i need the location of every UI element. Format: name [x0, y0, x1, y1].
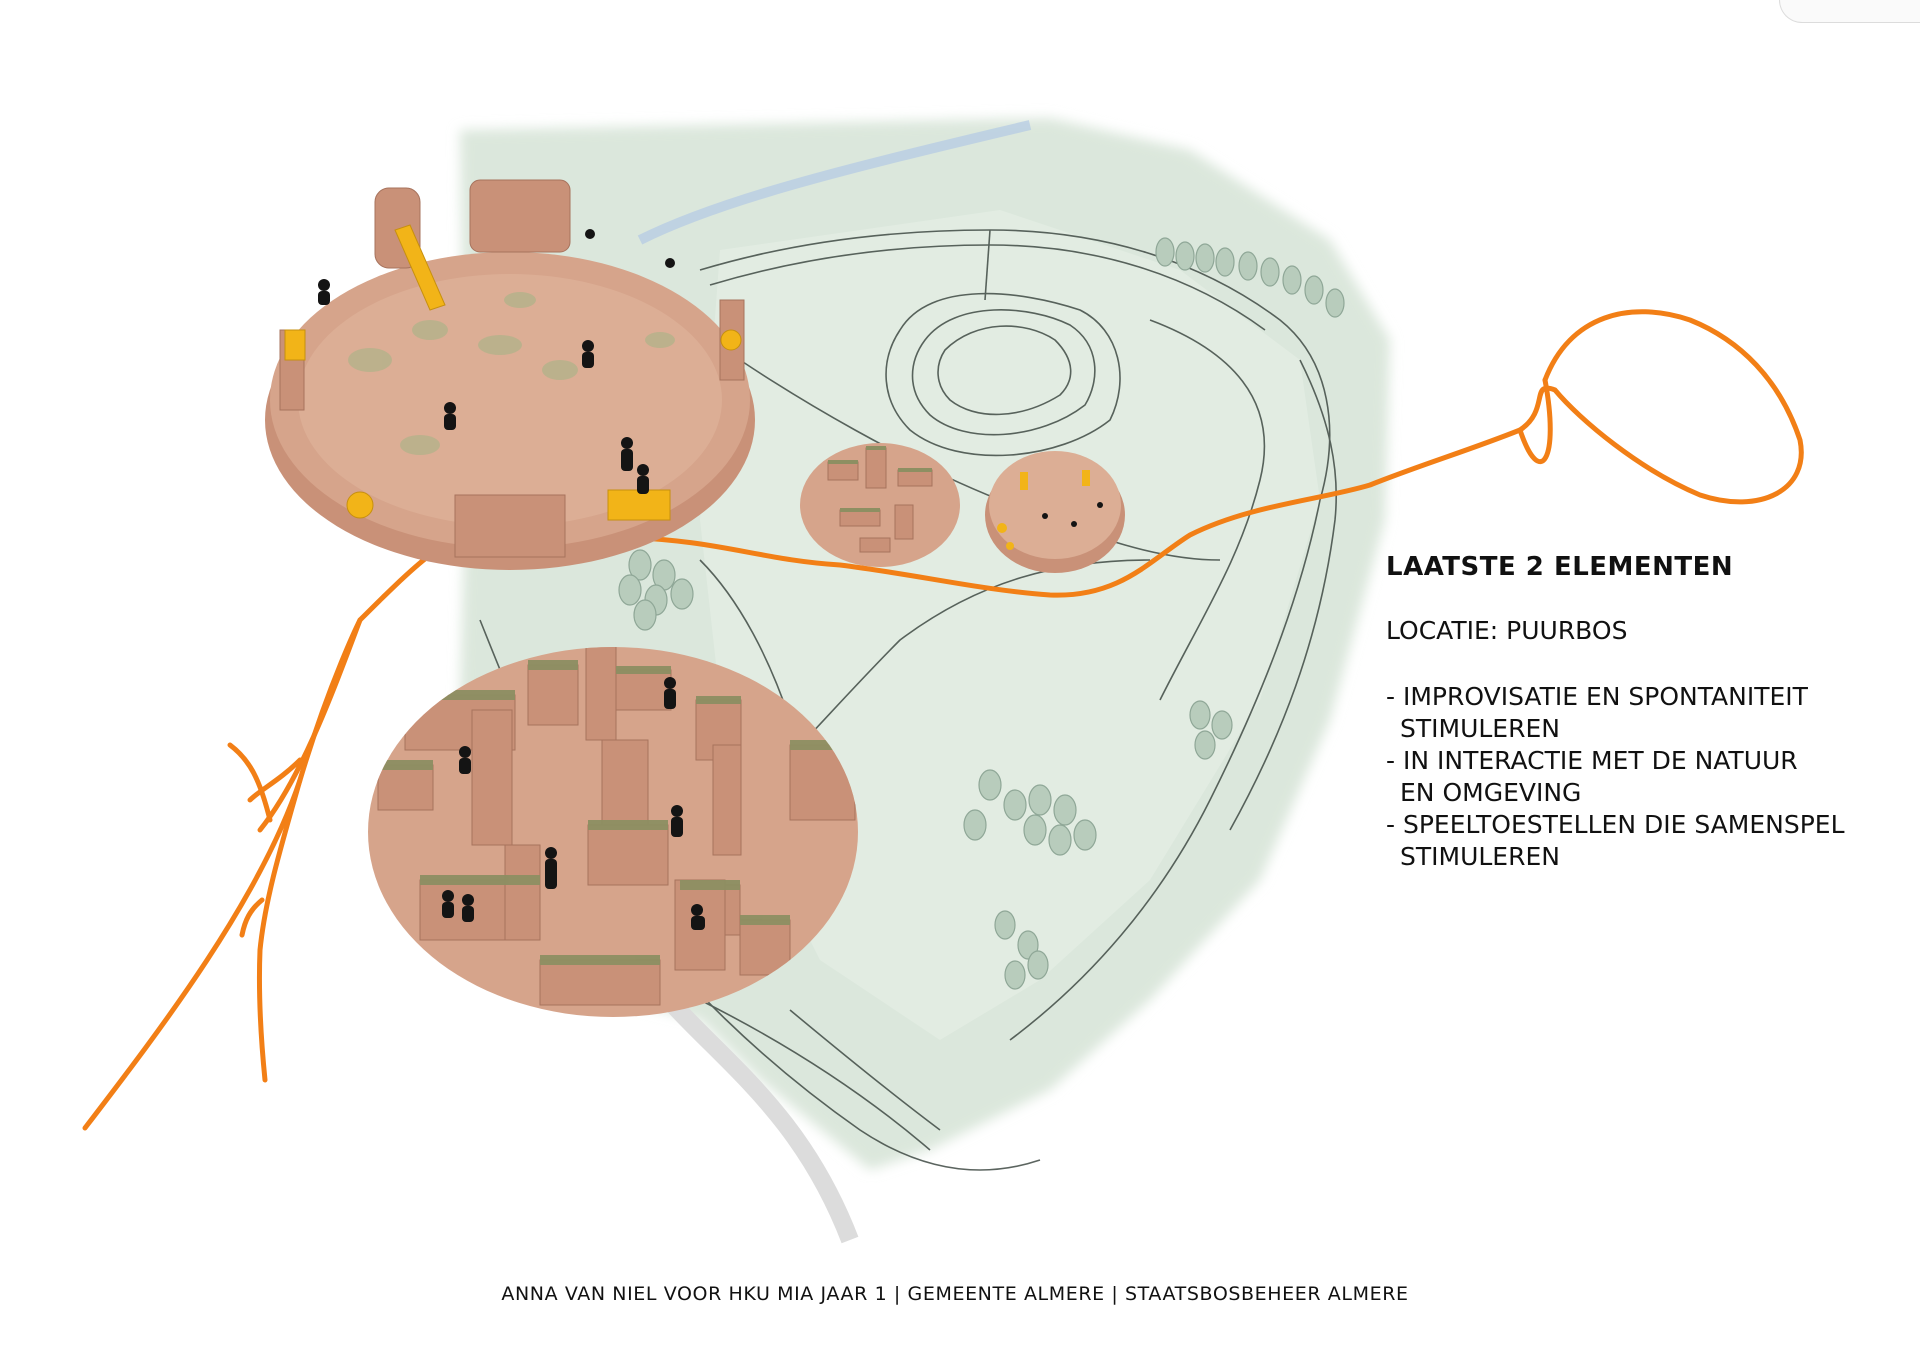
path-east-b — [1229, 359, 1338, 831]
small-round-inset — [985, 451, 1125, 573]
small-maze-inset — [800, 443, 960, 567]
park-paths — [479, 229, 1338, 1171]
route-branch-c — [256, 777, 303, 1083]
tree-cluster-west — [618, 549, 694, 631]
goals-list: - IMPROVISATIE EN SPONTANITEIT STIMULERE… — [1386, 681, 1906, 873]
tree-cluster-center — [963, 769, 1097, 856]
water-strip — [637, 120, 1032, 245]
path-east-a — [1009, 499, 1321, 1041]
credit-line: ANNA VAN NIEL VOOR HKU MIA JAAR 1 | GEME… — [501, 1283, 1409, 1305]
location-label: LOCATIE: PUURBOS — [1386, 616, 1628, 645]
info-panel: LAATSTE 2 ELEMENTEN LOCATIE: PUURBOS - I… — [1386, 552, 1906, 873]
route-loop-back — [1517, 377, 1553, 465]
round-accent-equipment — [284, 224, 742, 521]
panel-heading: LAATSTE 2 ELEMENTEN — [1386, 552, 1734, 582]
round-play-figures — [318, 229, 675, 494]
goal-item-2: - IN INTERACTIE MET DE NATUUR EN OMGEVIN… — [1386, 746, 1798, 807]
tree-cluster-east — [1189, 700, 1233, 760]
tree-clusters — [618, 237, 1345, 990]
path-south-c — [699, 999, 931, 1151]
maze-play-figures — [442, 677, 705, 930]
playground-maze-enclosure — [368, 647, 858, 1017]
route-branch-b — [247, 757, 303, 803]
goal-item-1: - IMPROVISATIE EN SPONTANITEIT STIMULERE… — [1386, 682, 1808, 743]
path-north-b — [709, 244, 1266, 331]
path-cross — [984, 229, 991, 301]
path-south-d — [789, 1009, 941, 1131]
tree-cluster-north — [1155, 237, 1345, 318]
path-loop-mid — [911, 309, 1096, 436]
route-branch-d — [239, 897, 265, 938]
route-branch-a — [257, 617, 363, 833]
round-vegetation-patches — [348, 292, 675, 455]
playground-round-enclosure — [265, 179, 755, 570]
orange-walking-route — [82, 309, 1804, 1131]
round-wall-towers — [279, 179, 745, 558]
path-east-c — [1149, 319, 1266, 701]
path-loop-inner — [937, 325, 1072, 416]
route-branch-e — [227, 742, 273, 823]
goal-item-3: - SPEELTOESTELLEN DIE SAMENSPEL STIMULER… — [1386, 810, 1845, 871]
road-strip — [653, 984, 859, 1244]
path-north-a — [699, 229, 1331, 501]
path-loop-outer — [885, 292, 1121, 457]
tree-cluster-south — [994, 910, 1049, 990]
maze-green-roofs — [378, 660, 855, 965]
